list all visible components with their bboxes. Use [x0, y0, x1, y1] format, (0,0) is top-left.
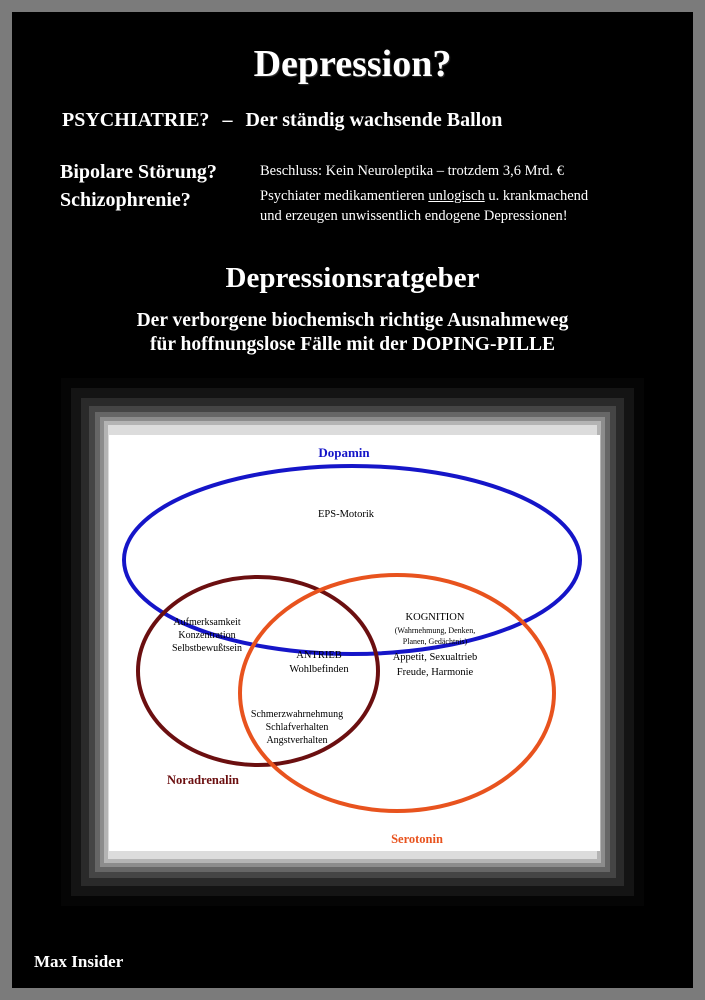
dopamine-label: Dopamin: [318, 445, 370, 460]
cognition-detail-line: (Wahrnehmung, Denken,: [395, 626, 475, 635]
tagline-line1: Der verborgene biochemisch richtige Ausn…: [136, 310, 569, 331]
subtitle: Depressionsratgeber: [225, 262, 480, 294]
dopamine-ellipse: [122, 464, 582, 656]
label-schizophrenia: Schizophrenie?: [60, 189, 191, 211]
noradrenaline-ellipse: [136, 575, 380, 767]
statement-line2-post: u. krankmachend: [484, 188, 589, 204]
statement-line2: Psychiater medikamentieren unlogisch u. …: [260, 186, 588, 206]
headline-right: Der ständig wachsende Ballon: [245, 109, 503, 131]
book-cover: Depression? PSYCHIATRIE? – Der ständig w…: [12, 12, 693, 988]
author-name: Max Insider: [34, 952, 124, 971]
tagline: Der verborgene biochemisch richtige Ausn…: [12, 309, 693, 357]
drive-line: Wohlbefinden: [289, 664, 349, 675]
headline-dash: –: [222, 109, 233, 131]
eps-motor-text: EPS-Motorik: [318, 509, 375, 520]
statement-line2-pre: Psychiater medikamentieren: [260, 188, 429, 204]
pain-line: Angstverhalten: [266, 735, 327, 746]
statement-underlined-word: unlogisch: [428, 188, 485, 204]
attention-line: Selbstbewußtsein: [172, 643, 242, 654]
venn-diagram: Dopamin Noradrenalin Serotonin EPS-Motor…: [109, 435, 600, 851]
cognition-detail-line: Planen, Gedächtnis): [403, 637, 468, 646]
headline: PSYCHIATRIE? – Der ständig wachsende Bal…: [62, 109, 502, 132]
image-frame: Dopamin Noradrenalin Serotonin EPS-Motor…: [61, 378, 644, 906]
statement-line3: und erzeugen unwissentlich endogene Depr…: [260, 208, 568, 224]
cognition-title: KOGNITION: [406, 612, 465, 623]
headline-left: PSYCHIATRIE?: [62, 109, 210, 131]
venn-svg: Dopamin Noradrenalin Serotonin EPS-Motor…: [122, 445, 582, 846]
label-bipolar: Bipolare Störung?: [60, 161, 217, 183]
noradrenaline-label: Noradrenalin: [167, 773, 239, 787]
cover-title: Depression?: [253, 43, 452, 85]
drive-text: ANTRIEB Wohlbefinden: [289, 650, 349, 675]
statement-line1: Beschluss: Kein Neuroleptika – trotzdem …: [260, 163, 565, 179]
serotonin-ellipse: [238, 573, 556, 813]
diagnosis-labels: Bipolare Störung? Schizophrenie?: [60, 158, 217, 214]
drive-line: ANTRIEB: [296, 650, 342, 661]
cognition-more-line: Freude, Harmonie: [397, 667, 474, 678]
pain-line: Schmerzwahrnehmung: [251, 709, 343, 720]
tagline-line2: für hoffnungslose Fälle mit der DOPING-P…: [149, 334, 555, 355]
statements: Beschluss: Kein Neuroleptika – trotzdem …: [260, 161, 588, 226]
serotonin-label: Serotonin: [391, 832, 443, 846]
attention-text: Aufmerksamkeit Konzentration Selbstbewuß…: [172, 617, 242, 654]
pain-line: Schlafverhalten: [266, 722, 329, 733]
attention-line: Konzentration: [178, 630, 235, 641]
cognition-text: KOGNITION (Wahrnehmung, Denken, Planen, …: [393, 612, 478, 678]
pain-text: Schmerzwahrnehmung Schlafverhalten Angst…: [251, 709, 343, 746]
cognition-more-line: Appetit, Sexualtrieb: [393, 652, 478, 663]
attention-line: Aufmerksamkeit: [173, 617, 240, 628]
